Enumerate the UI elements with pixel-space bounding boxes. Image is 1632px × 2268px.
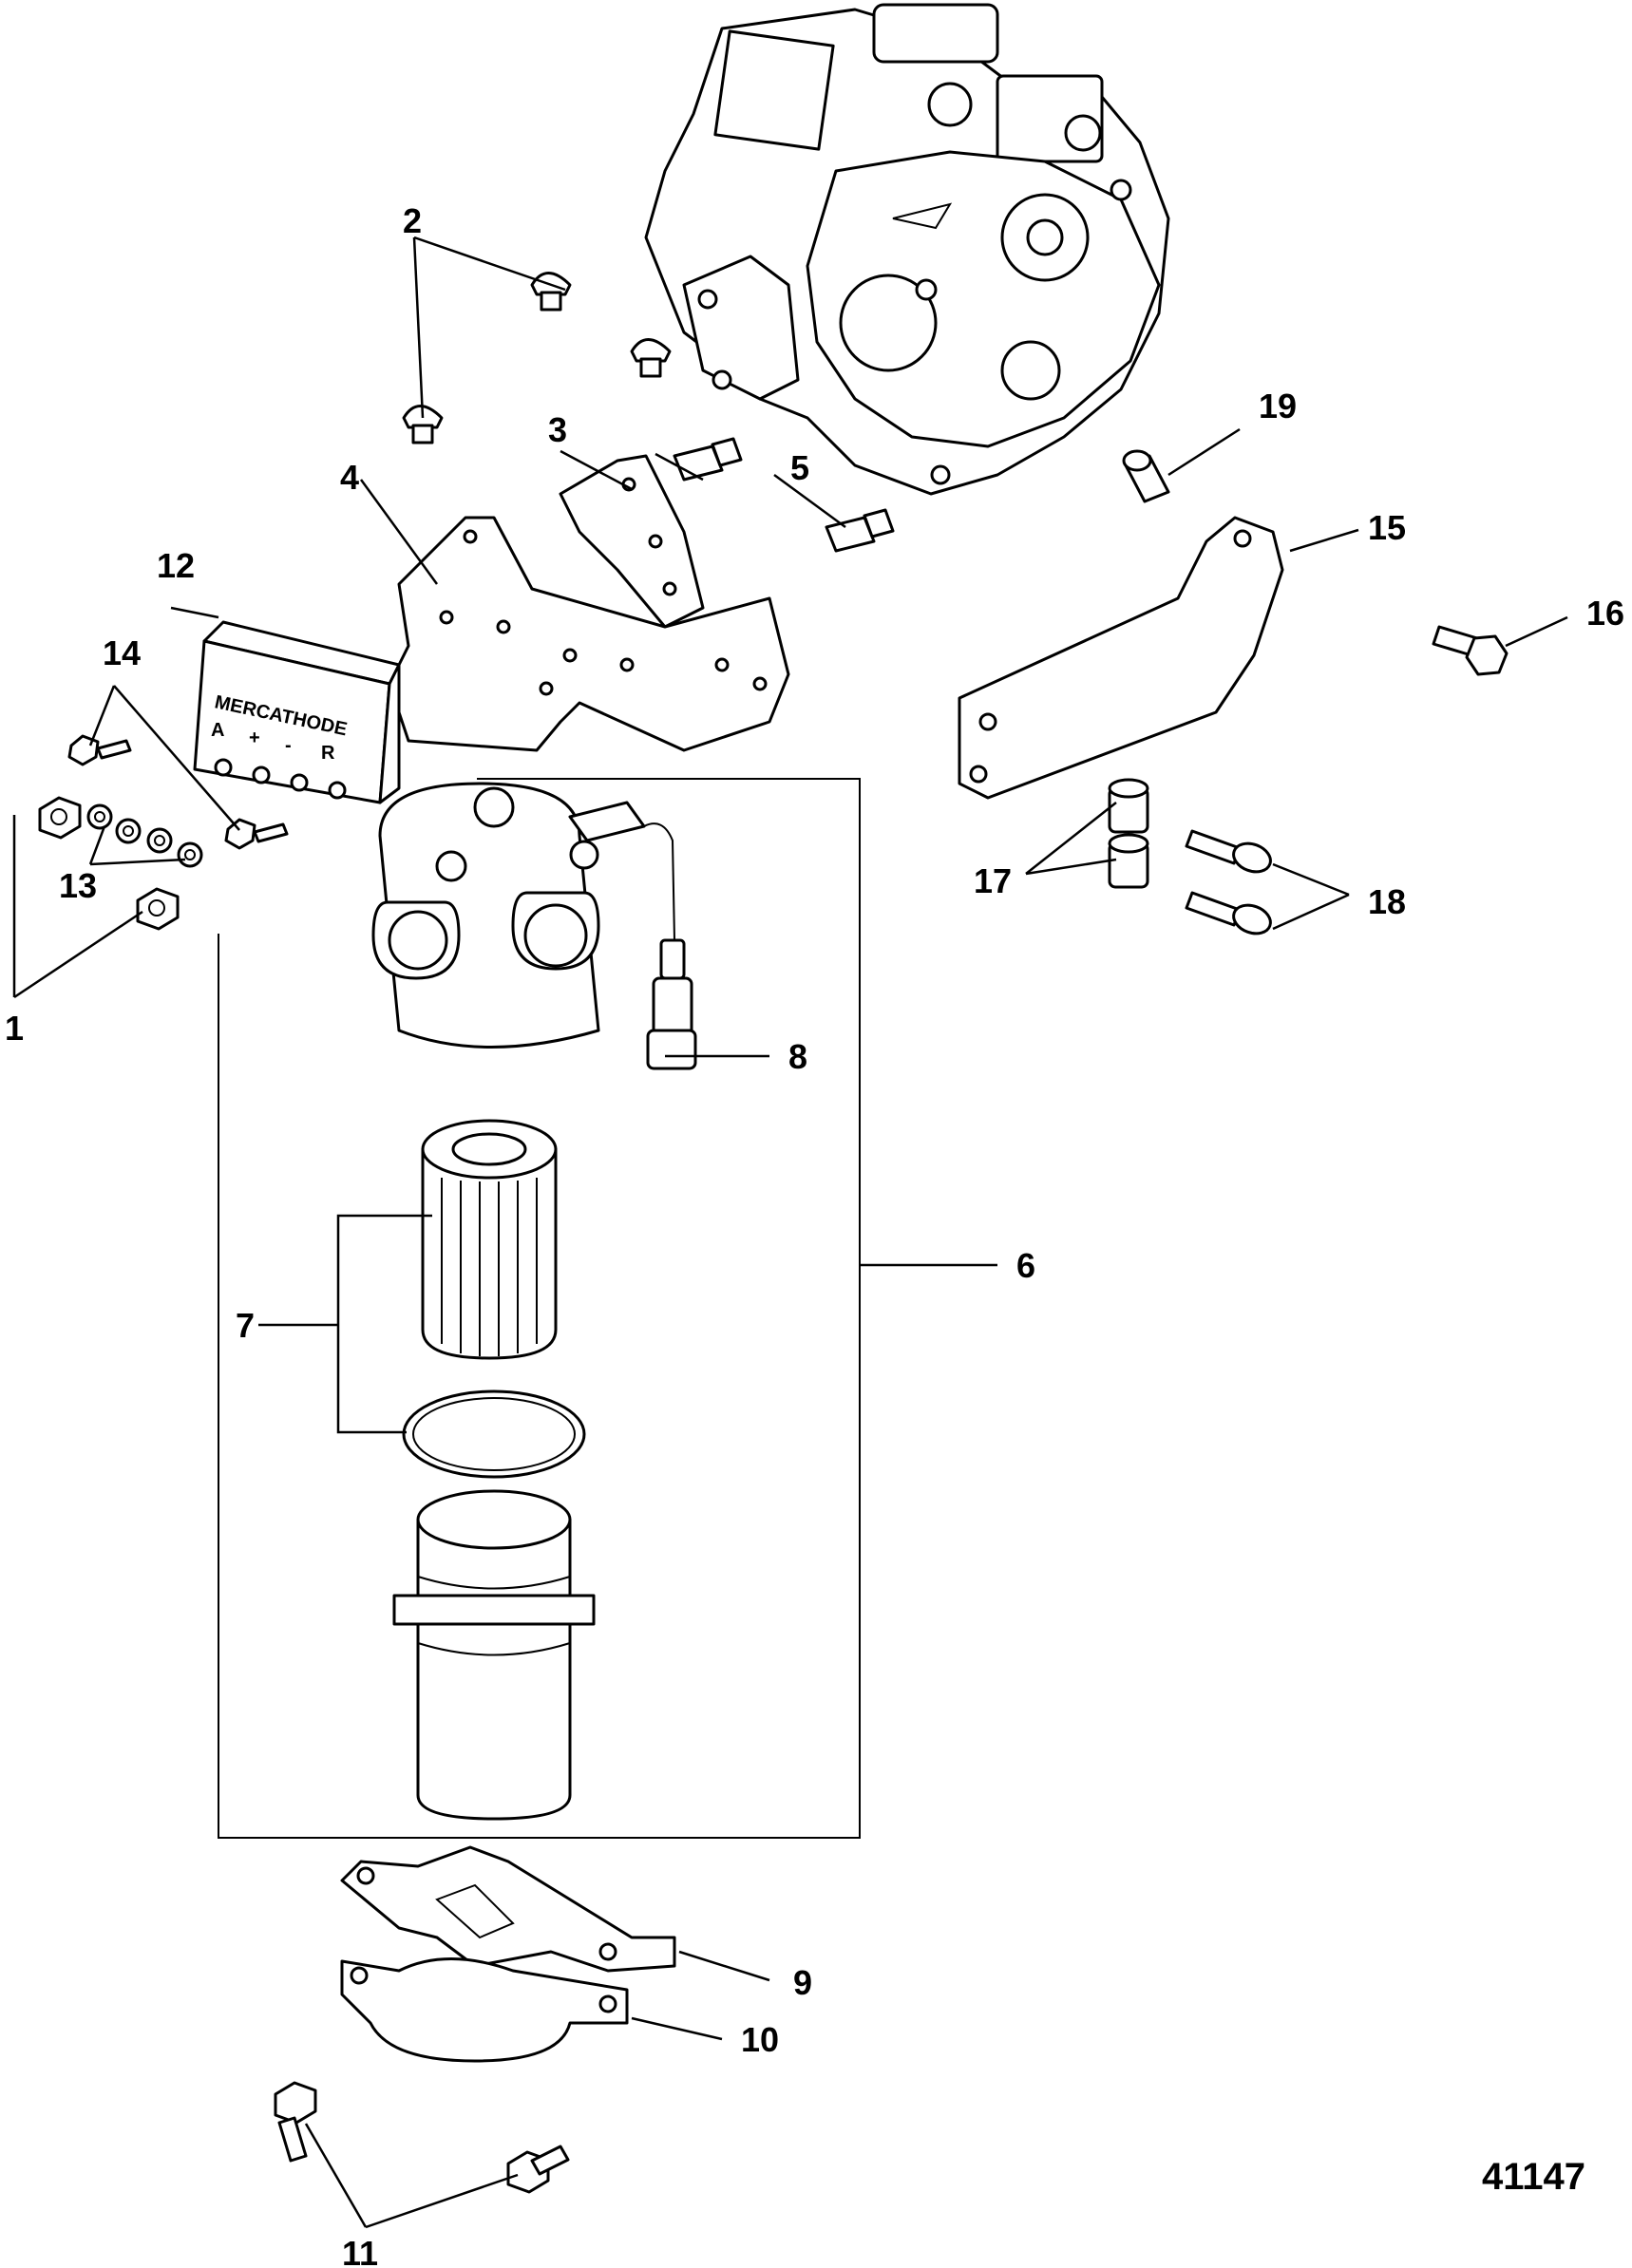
pump-assembly <box>644 3 1170 496</box>
callout-14: 14 <box>103 633 141 672</box>
clamp-item-10 <box>340 1957 629 2063</box>
filter-element-item-7 <box>421 1119 558 1360</box>
callout-3: 3 <box>548 410 567 449</box>
filter-head <box>371 782 697 1070</box>
bolt-item-16 <box>1432 625 1509 676</box>
clamp-item-9 <box>340 1845 676 1973</box>
callout-4: 4 <box>340 458 359 497</box>
callout-11: 11 <box>342 2234 378 2268</box>
o-ring <box>402 1389 586 1479</box>
callout-5: 5 <box>790 448 809 487</box>
leader-lines <box>12 236 1568 2229</box>
bracket-item-15 <box>958 516 1284 800</box>
callout-9: 9 <box>793 1963 812 2002</box>
filter-bowl <box>392 1489 596 1821</box>
mercathode-module-item-12: MERCATHODE A + - R <box>193 620 401 804</box>
spacer-item-17 <box>1108 778 1149 889</box>
callout-19: 19 <box>1259 387 1297 425</box>
callout-18: 18 <box>1368 882 1406 921</box>
callout-10: 10 <box>741 2020 779 2059</box>
callout-12: 12 <box>157 546 195 585</box>
bolt-item-11 <box>274 2081 570 2194</box>
callout-16: 16 <box>1586 594 1624 633</box>
callout-1: 1 <box>5 1009 24 1048</box>
screw-item-18 <box>1185 829 1272 936</box>
callout-7: 7 <box>236 1306 255 1345</box>
callout-labels: 1 2 3 4 5 6 7 8 9 10 11 12 13 14 15 16 1… <box>5 201 1624 2268</box>
filter-assembly-box <box>218 778 861 1839</box>
callout-17: 17 <box>974 861 1012 900</box>
screw-item-2 <box>402 272 672 444</box>
bracket-item-3 <box>559 454 705 629</box>
spacer-item-19 <box>1122 449 1170 503</box>
terminal-a-label: A <box>211 720 224 741</box>
terminal-minus-label: - <box>285 735 292 756</box>
terminal-r-label: R <box>321 743 335 764</box>
callout-8: 8 <box>788 1037 807 1076</box>
nut-item-13 <box>86 803 203 868</box>
callout-13: 13 <box>59 866 97 905</box>
nut-item-1 <box>38 796 180 931</box>
callout-6: 6 <box>1016 1246 1035 1285</box>
figure-number: 41147 <box>1482 2156 1585 2198</box>
callout-15: 15 <box>1368 508 1406 547</box>
callout-2: 2 <box>403 201 422 240</box>
plate-item-4 <box>388 516 790 752</box>
terminal-plus-label: + <box>249 728 260 748</box>
